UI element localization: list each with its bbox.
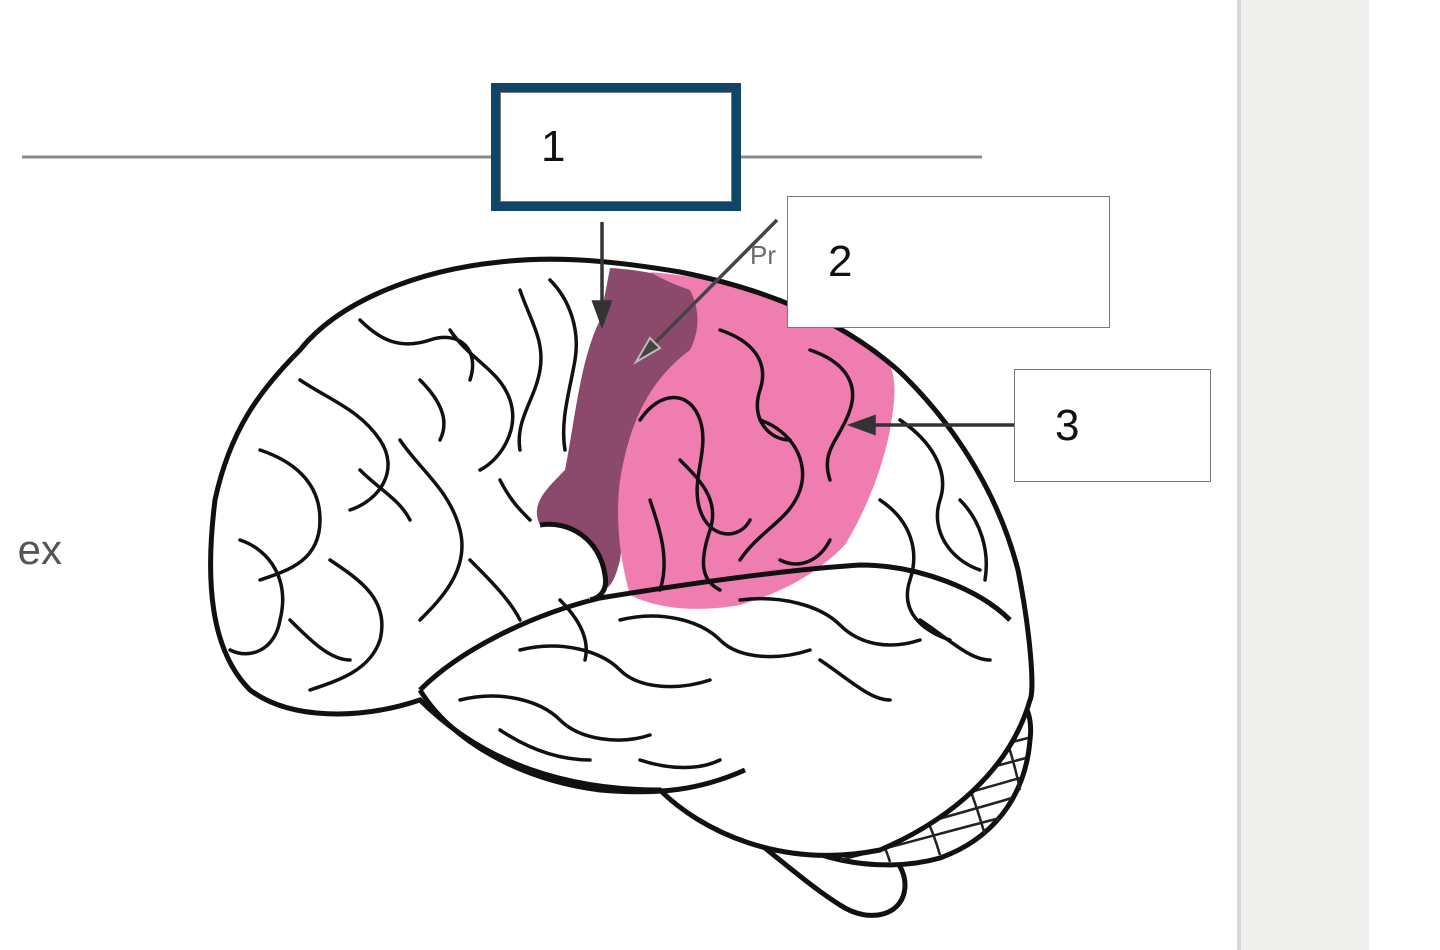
- left-text-fragment: ex: [0, 520, 62, 580]
- left-text: ex: [17, 526, 62, 573]
- side-gutter: [1237, 0, 1373, 950]
- right-margin: [1369, 0, 1440, 950]
- hidden-label-fragment: Pr: [750, 240, 790, 280]
- arrow-3: [846, 414, 1014, 436]
- temporal-lobe-outline: [417, 562, 1012, 795]
- arrow-2: [633, 218, 779, 365]
- label-box-2-text: 2: [828, 237, 853, 286]
- sylvian-notch: [539, 521, 609, 603]
- label-box-2[interactable]: 2: [787, 196, 1110, 328]
- arrow-1: [591, 222, 613, 330]
- label-box-1-text: 1: [541, 122, 566, 171]
- highlight-dark-region: [536, 268, 720, 590]
- gyri-lines: [228, 278, 992, 770]
- label-box-3[interactable]: 3: [1014, 369, 1211, 482]
- cerebrum-outline: [208, 256, 1035, 858]
- label-box-3-text: 3: [1055, 400, 1080, 450]
- label-box-1[interactable]: 1: [491, 83, 741, 211]
- hidden-label-text: Pr: [750, 240, 776, 270]
